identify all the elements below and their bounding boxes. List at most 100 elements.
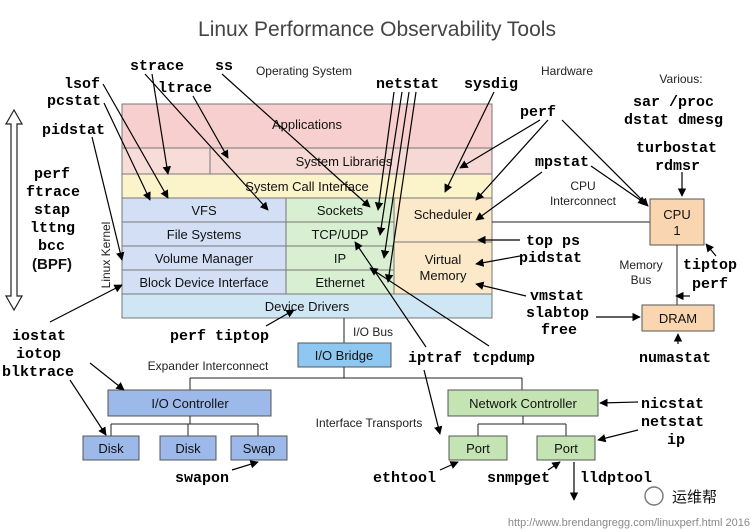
arrow-pidstat-kernel bbox=[91, 136, 125, 261]
io-controller-box bbox=[107, 389, 272, 417]
tool-strace: strace bbox=[130, 58, 184, 75]
tool-mpstat: mpstat bbox=[535, 154, 589, 171]
sockets-label: Sockets bbox=[317, 203, 364, 218]
tool-numastat: numastat bbox=[639, 350, 711, 367]
tool-dstat-dmesg: dstat dmesg bbox=[624, 112, 723, 129]
applications-label: Applications bbox=[272, 117, 343, 132]
arrow-perftiptop-drivers bbox=[265, 309, 295, 327]
tool-sysdig: sysdig bbox=[464, 76, 518, 93]
tool-ltrace: ltrace bbox=[158, 80, 212, 97]
arrow-netstat-port bbox=[597, 429, 639, 443]
syscall-interface-label: System Call Interface bbox=[245, 179, 369, 194]
arrow-ethtool-port bbox=[439, 461, 459, 471]
arrow-ltrace-syslib bbox=[192, 95, 229, 159]
dram-box bbox=[641, 304, 715, 332]
file-systems-label: File Systems bbox=[167, 227, 242, 242]
tool-arrows bbox=[49, 73, 717, 501]
tool-swapon: swapon bbox=[175, 470, 229, 487]
tool-ftrace: ftrace bbox=[26, 184, 80, 201]
device-drivers-layer bbox=[121, 293, 493, 319]
arrow-sysdig-syscall bbox=[444, 91, 495, 193]
arrow-perf-cpu bbox=[561, 119, 649, 207]
port1-label: Port bbox=[466, 441, 490, 456]
io-bridge-label: I/O Bridge bbox=[315, 348, 374, 363]
tool-stap: stap bbox=[34, 202, 70, 219]
tool-perf-right: perf bbox=[692, 276, 728, 293]
vfs-label: VFS bbox=[191, 203, 217, 218]
block-device-interface-layer bbox=[121, 269, 287, 295]
tool-rdmsr: rdmsr bbox=[655, 158, 700, 175]
watermark-text: 运维帮 bbox=[672, 489, 717, 506]
tool-perf-left: perf bbox=[34, 166, 70, 183]
arrow-swapon-swap bbox=[231, 460, 259, 471]
wechat-icon bbox=[644, 486, 664, 506]
arrow-strace-sockets bbox=[144, 73, 269, 211]
tcp-udp-layer bbox=[285, 221, 395, 247]
cpu-line-1: CPU bbox=[663, 207, 690, 222]
tool-netstat-right: netstat bbox=[641, 414, 704, 431]
arrow-iptraf-ip bbox=[354, 241, 427, 348]
port1-box bbox=[448, 435, 508, 461]
swap-box bbox=[230, 435, 288, 461]
arrow-ss-sockets bbox=[221, 73, 371, 208]
arrow-tiptop-cpu bbox=[705, 243, 717, 257]
tool-lldptool: lldptool bbox=[580, 470, 652, 487]
applications-layer bbox=[121, 103, 493, 149]
arrow-mpstat-cpu bbox=[590, 165, 647, 205]
arrow-lsof-vfs bbox=[102, 83, 169, 199]
arrow-iptraf-port bbox=[423, 369, 443, 435]
tool-snmpget: snmpget bbox=[487, 470, 550, 487]
ethernet-label: Ethernet bbox=[315, 275, 365, 290]
block-device-interface-label: Block Device Interface bbox=[139, 275, 268, 290]
system-libraries-box bbox=[209, 147, 493, 175]
memory-bus-line-2: Bus bbox=[631, 273, 652, 287]
tool-tiptop-right: tiptop bbox=[683, 257, 737, 274]
tool-perf-tiptop: perf tiptop bbox=[170, 328, 269, 345]
tool-bcc: bcc bbox=[38, 238, 65, 255]
io-bridge-box bbox=[297, 342, 392, 368]
disk1-box bbox=[82, 435, 140, 461]
interface-transports-label: Interface Transports bbox=[316, 416, 423, 430]
tool-netstat: netstat bbox=[376, 76, 439, 93]
tool-iptraf: iptraf bbox=[408, 350, 462, 367]
source-url: http://www.brendangregg.com/linuxperf.ht… bbox=[508, 517, 750, 529]
tool-nicstat: nicstat bbox=[641, 396, 704, 413]
arrow-strace-syscall bbox=[151, 73, 171, 175]
tcp-udp-label: TCP/UDP bbox=[311, 227, 368, 242]
arrow-netstat-tcp bbox=[376, 91, 403, 236]
expander-interconnect-label: Expander Interconnect bbox=[148, 359, 269, 373]
arrow-netstat-ip bbox=[380, 91, 410, 259]
arrow-perf-syslib bbox=[459, 119, 541, 169]
tool-pidstat-right: pidstat bbox=[519, 250, 582, 267]
disk1-label: Disk bbox=[98, 441, 124, 456]
os-region-label: Operating System bbox=[256, 64, 352, 78]
arrow-mpstat-scheduler bbox=[475, 171, 543, 221]
volume-manager-label: Volume Manager bbox=[155, 251, 254, 266]
memory-bus-line-1: Memory bbox=[619, 258, 662, 272]
arrow-snmpget-port bbox=[547, 461, 561, 471]
network-controller-box bbox=[447, 389, 599, 417]
tool-pcstat: pcstat bbox=[47, 93, 101, 110]
system-libraries-label: System Libraries bbox=[296, 154, 393, 169]
arrow-pcstat-vfs bbox=[103, 102, 151, 201]
arrow-netstat-ethernet bbox=[384, 91, 417, 283]
arrow-netstat-sockets bbox=[374, 91, 395, 211]
arrow-iostat-block bbox=[49, 284, 123, 323]
syscall-interface-layer bbox=[121, 173, 493, 199]
tool-sar-proc: sar /proc bbox=[633, 94, 714, 111]
io-bus-label: I/O Bus bbox=[353, 325, 393, 339]
tool-bpf: (BPF) bbox=[32, 256, 72, 273]
arrow-pidstat-memory bbox=[475, 255, 521, 267]
linux-kernel-label: Linux Kernel bbox=[99, 222, 113, 289]
cpu-interconnect-line-1: CPU bbox=[570, 179, 595, 193]
tool-tcpdump: tcpdump bbox=[472, 350, 535, 367]
port2-box bbox=[536, 435, 596, 461]
hw-region-label: Hardware bbox=[541, 64, 593, 78]
tool-iotop: iotop bbox=[16, 346, 61, 363]
arrow-iotop-controller bbox=[89, 362, 125, 391]
arrow-vmstat-memory bbox=[475, 281, 527, 297]
diagram-title: Linux Performance Observability Tools bbox=[198, 18, 556, 41]
